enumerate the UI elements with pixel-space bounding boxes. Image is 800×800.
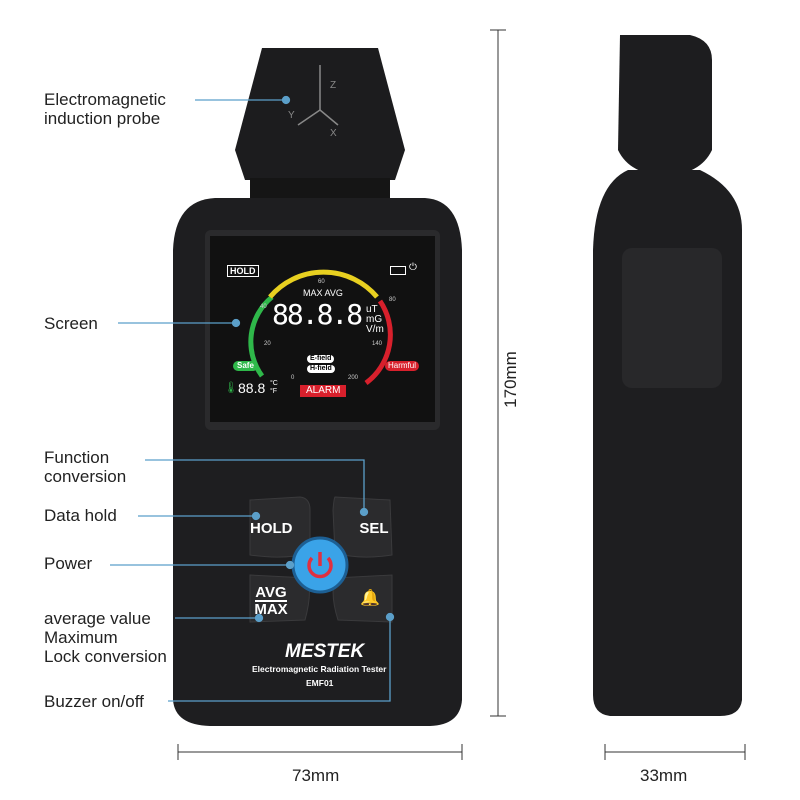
probe-z-label: Z [330,80,337,91]
callout-probe-line1: Electromagnetic [44,90,166,109]
thermometer-icon: 🌡 [224,382,238,394]
callout-buzzer: Buzzer on/off [44,692,144,711]
callout-function-line1: Function [44,448,110,467]
unit-vm: V/m [366,324,384,335]
callout-probe-line2: induction probe [44,109,161,128]
unit-f: °F [270,388,278,395]
height-dimension: 170mm [500,351,520,408]
battery-icon [390,266,406,275]
harmful-badge: Harmful [385,361,420,371]
buzzer-button[interactable]: 🔔 [355,590,385,608]
probe-x-label: X [330,128,337,139]
unit-mg: mG [366,314,383,325]
bell-icon: 🔔 [360,590,380,607]
probe-y-label: Y [288,110,295,121]
width-dimension: 73mm [292,766,340,785]
warn-arc [268,269,379,299]
hfield-indicator: H-field [307,365,335,373]
hold-button[interactable]: HOLD [250,520,293,537]
probe-head [235,48,405,180]
alarm-indicator: ALARM [300,385,347,397]
main-reading: 88.8.8 [272,298,363,331]
product-name: Electromagnetic Radiation Tester [252,664,387,674]
sel-button[interactable]: SEL [359,520,389,537]
tick-140: 140 [372,341,383,347]
unit-ut: uT [366,304,378,315]
safe-badge: Safe [233,361,258,371]
temperature-reading: 88.8 [238,380,266,396]
side-probe [618,35,712,175]
callout-screen: Screen [44,314,98,333]
tick-80: 80 [389,297,396,303]
callout-power: Power [44,554,93,573]
callout-function-line2: conversion [44,467,127,486]
callout-avg-line1: average value [44,609,151,628]
max-label: MAX [254,601,288,618]
avg-label: AVG [255,584,287,602]
callout-avg-line2: Maximum [44,628,118,647]
model-number: EMF01 [306,678,334,688]
brand-logo: MESTEK [285,641,365,662]
callout-hold: Data hold [44,506,117,525]
efield-indicator: E-field [307,355,335,363]
depth-dimension: 33mm [640,766,688,785]
temp-units: °C°F [270,380,278,396]
tick-40: 40 [260,304,267,310]
tick-20: 20 [264,341,271,347]
callout-avg-line3: Lock conversion [44,647,167,666]
harmful-arc [364,299,393,386]
tick-200: 200 [348,375,359,381]
tick-0: 0 [291,375,295,381]
max-avg-indicator: MAX AVG [303,288,343,298]
hold-button-bg [249,496,311,558]
hold-indicator: HOLD [227,265,259,277]
unit-c: °C [270,380,278,387]
tick-60: 60 [318,279,325,285]
power-indicator-icon: ⏻ [409,262,417,273]
